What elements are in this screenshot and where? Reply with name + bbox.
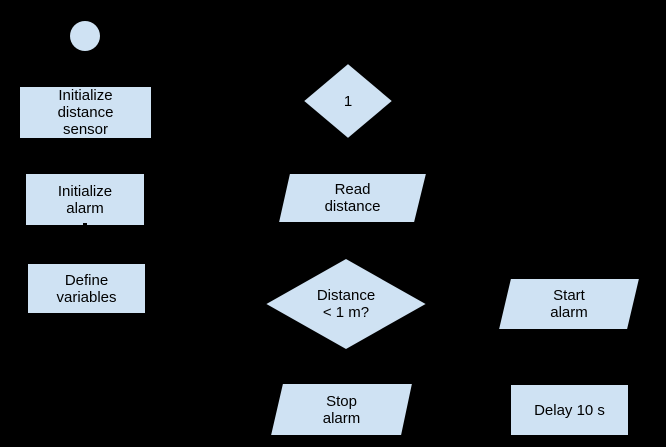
process-delay-10s[interactable] <box>510 384 629 436</box>
start-terminator-circle[interactable] <box>70 21 100 51</box>
io-stop-alarm-parallelogram[interactable] <box>269 383 414 436</box>
process-initialize-distance-sensor[interactable] <box>19 86 152 139</box>
decision-distance-diamond[interactable] <box>264 257 428 351</box>
process-initialize-alarm[interactable] <box>25 173 145 226</box>
io-start-alarm-parallelogram[interactable] <box>497 278 641 330</box>
connector-1-diamond[interactable] <box>302 62 394 140</box>
connector-stub <box>83 223 87 226</box>
process-define-variables[interactable] <box>27 263 146 314</box>
io-read-distance-parallelogram[interactable] <box>277 173 428 223</box>
